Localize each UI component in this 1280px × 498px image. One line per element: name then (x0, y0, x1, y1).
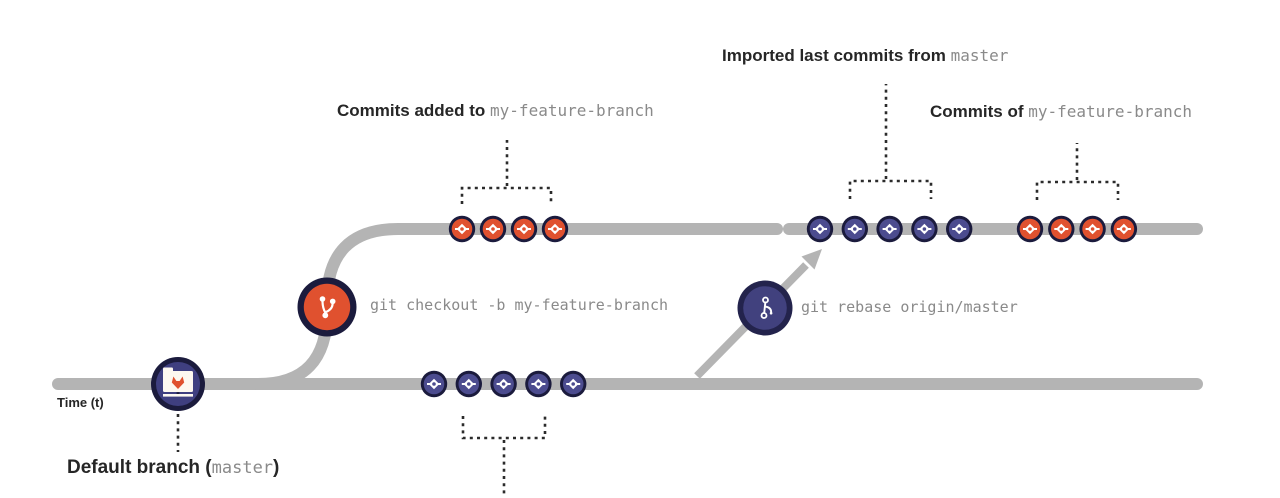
label-imported-commits: Imported last commits from master (722, 46, 1009, 66)
gitlab-tanuki-icon (171, 376, 185, 389)
label-commits-of-mono: my-feature-branch (1028, 102, 1192, 121)
commit-node-icon (806, 215, 834, 243)
commit-node-icon (946, 215, 973, 243)
commit-node-icon (876, 215, 903, 243)
commit-node-icon (1016, 215, 1044, 243)
label-imported-mono: master (950, 46, 1009, 65)
commit-node-icon (1079, 215, 1106, 243)
label-added-mono: my-feature-branch (490, 101, 654, 120)
commit-node-icon (455, 370, 482, 398)
bracket-master-commits (461, 416, 547, 440)
label-added-bold: Commits added to (337, 101, 486, 120)
bracket-feature-added (460, 186, 553, 204)
bracket-feature-own (1035, 180, 1120, 200)
git-rebase-icon (737, 280, 793, 336)
commit-node-icon (510, 215, 538, 243)
label-default-suffix: ) (273, 457, 280, 478)
commit-node-icon (911, 215, 938, 243)
commit-node-icon (560, 370, 587, 398)
label-commits-of: Commits of my-feature-branch (930, 102, 1192, 122)
commit-node-icon (490, 370, 517, 398)
commit-node-icon (420, 370, 448, 398)
commit-node-icon (1110, 215, 1138, 243)
commit-node-icon (541, 215, 569, 243)
commit-group-master (420, 370, 587, 398)
command-git-rebase: git rebase origin/master (801, 298, 1018, 316)
commit-node-icon (448, 215, 476, 243)
commit-group-feature-imported (806, 215, 973, 243)
label-default-prefix: Default branch ( (67, 457, 212, 478)
label-commits-added: Commits added to my-feature-branch (337, 101, 654, 121)
commit-node-icon (1048, 215, 1075, 243)
label-commits-of-bold: Commits of (930, 102, 1024, 121)
label-default-mono: master (211, 458, 274, 478)
git-branch-icon (297, 277, 357, 337)
commit-node-icon (479, 215, 507, 243)
commit-node-icon (525, 370, 552, 398)
commit-group-feature-own (1016, 215, 1138, 243)
annotation-brackets (176, 84, 1120, 497)
command-git-checkout: git checkout -b my-feature-branch (370, 296, 669, 314)
commit-group-feature-added (448, 215, 569, 243)
label-time-axis: Time (t) (57, 395, 104, 410)
gitlab-window-icon (151, 357, 205, 411)
bracket-feature-imported (848, 179, 933, 199)
commit-node-icon (841, 215, 868, 243)
label-default-branch: Default branch (master) (67, 457, 280, 479)
label-imported-bold: Imported last commits from (722, 46, 946, 65)
